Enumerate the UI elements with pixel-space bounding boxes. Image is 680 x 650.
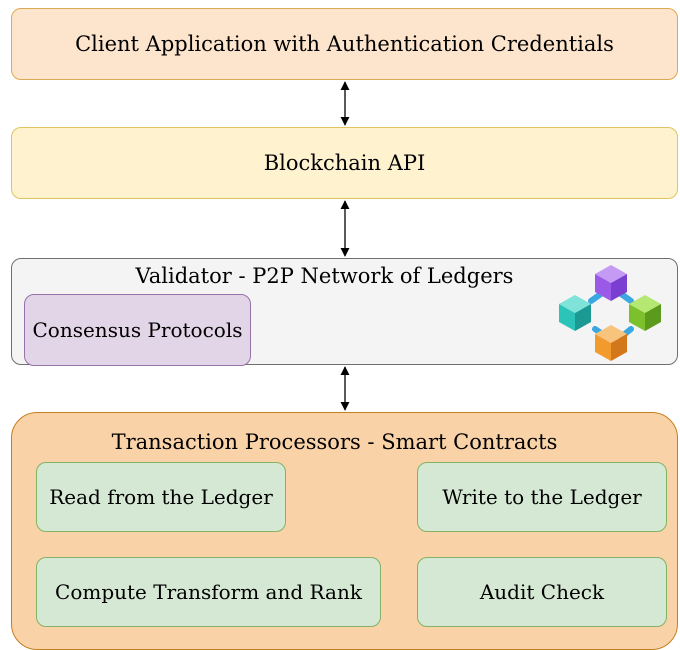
compute-transform-rank-label: Compute Transform and Rank [55,580,362,604]
client-application-label: Client Application with Authentication C… [75,32,614,56]
transaction-processors-box: Transaction Processors - Smart Contracts… [11,412,678,650]
client-application-box: Client Application with Authentication C… [11,8,678,80]
transaction-processors-title: Transaction Processors - Smart Contracts [111,430,558,454]
compute-transform-rank-box: Compute Transform and Rank [36,557,381,627]
validator-network-box: Validator - P2P Network of Ledgers Conse… [11,258,678,366]
blockchain-api-box: Blockchain API [11,127,678,199]
read-ledger-label: Read from the Ledger [49,485,273,509]
audit-check-label: Audit Check [479,580,605,604]
blockchain-cubes-icon [559,265,661,361]
cube-purple [595,265,627,301]
write-ledger-label: Write to the Ledger [442,485,642,509]
read-ledger-box: Read from the Ledger [36,462,286,532]
cube-green [629,295,661,331]
audit-check-box: Audit Check [417,557,667,627]
cube-teal [559,295,591,331]
write-ledger-box: Write to the Ledger [417,462,667,532]
consensus-protocols-box: Consensus Protocols [24,294,251,366]
cube-orange [595,325,627,361]
consensus-protocols-label: Consensus Protocols [32,318,243,342]
validator-title: Validator - P2P Network of Ledgers [135,264,514,288]
blockchain-api-label: Blockchain API [263,151,426,175]
